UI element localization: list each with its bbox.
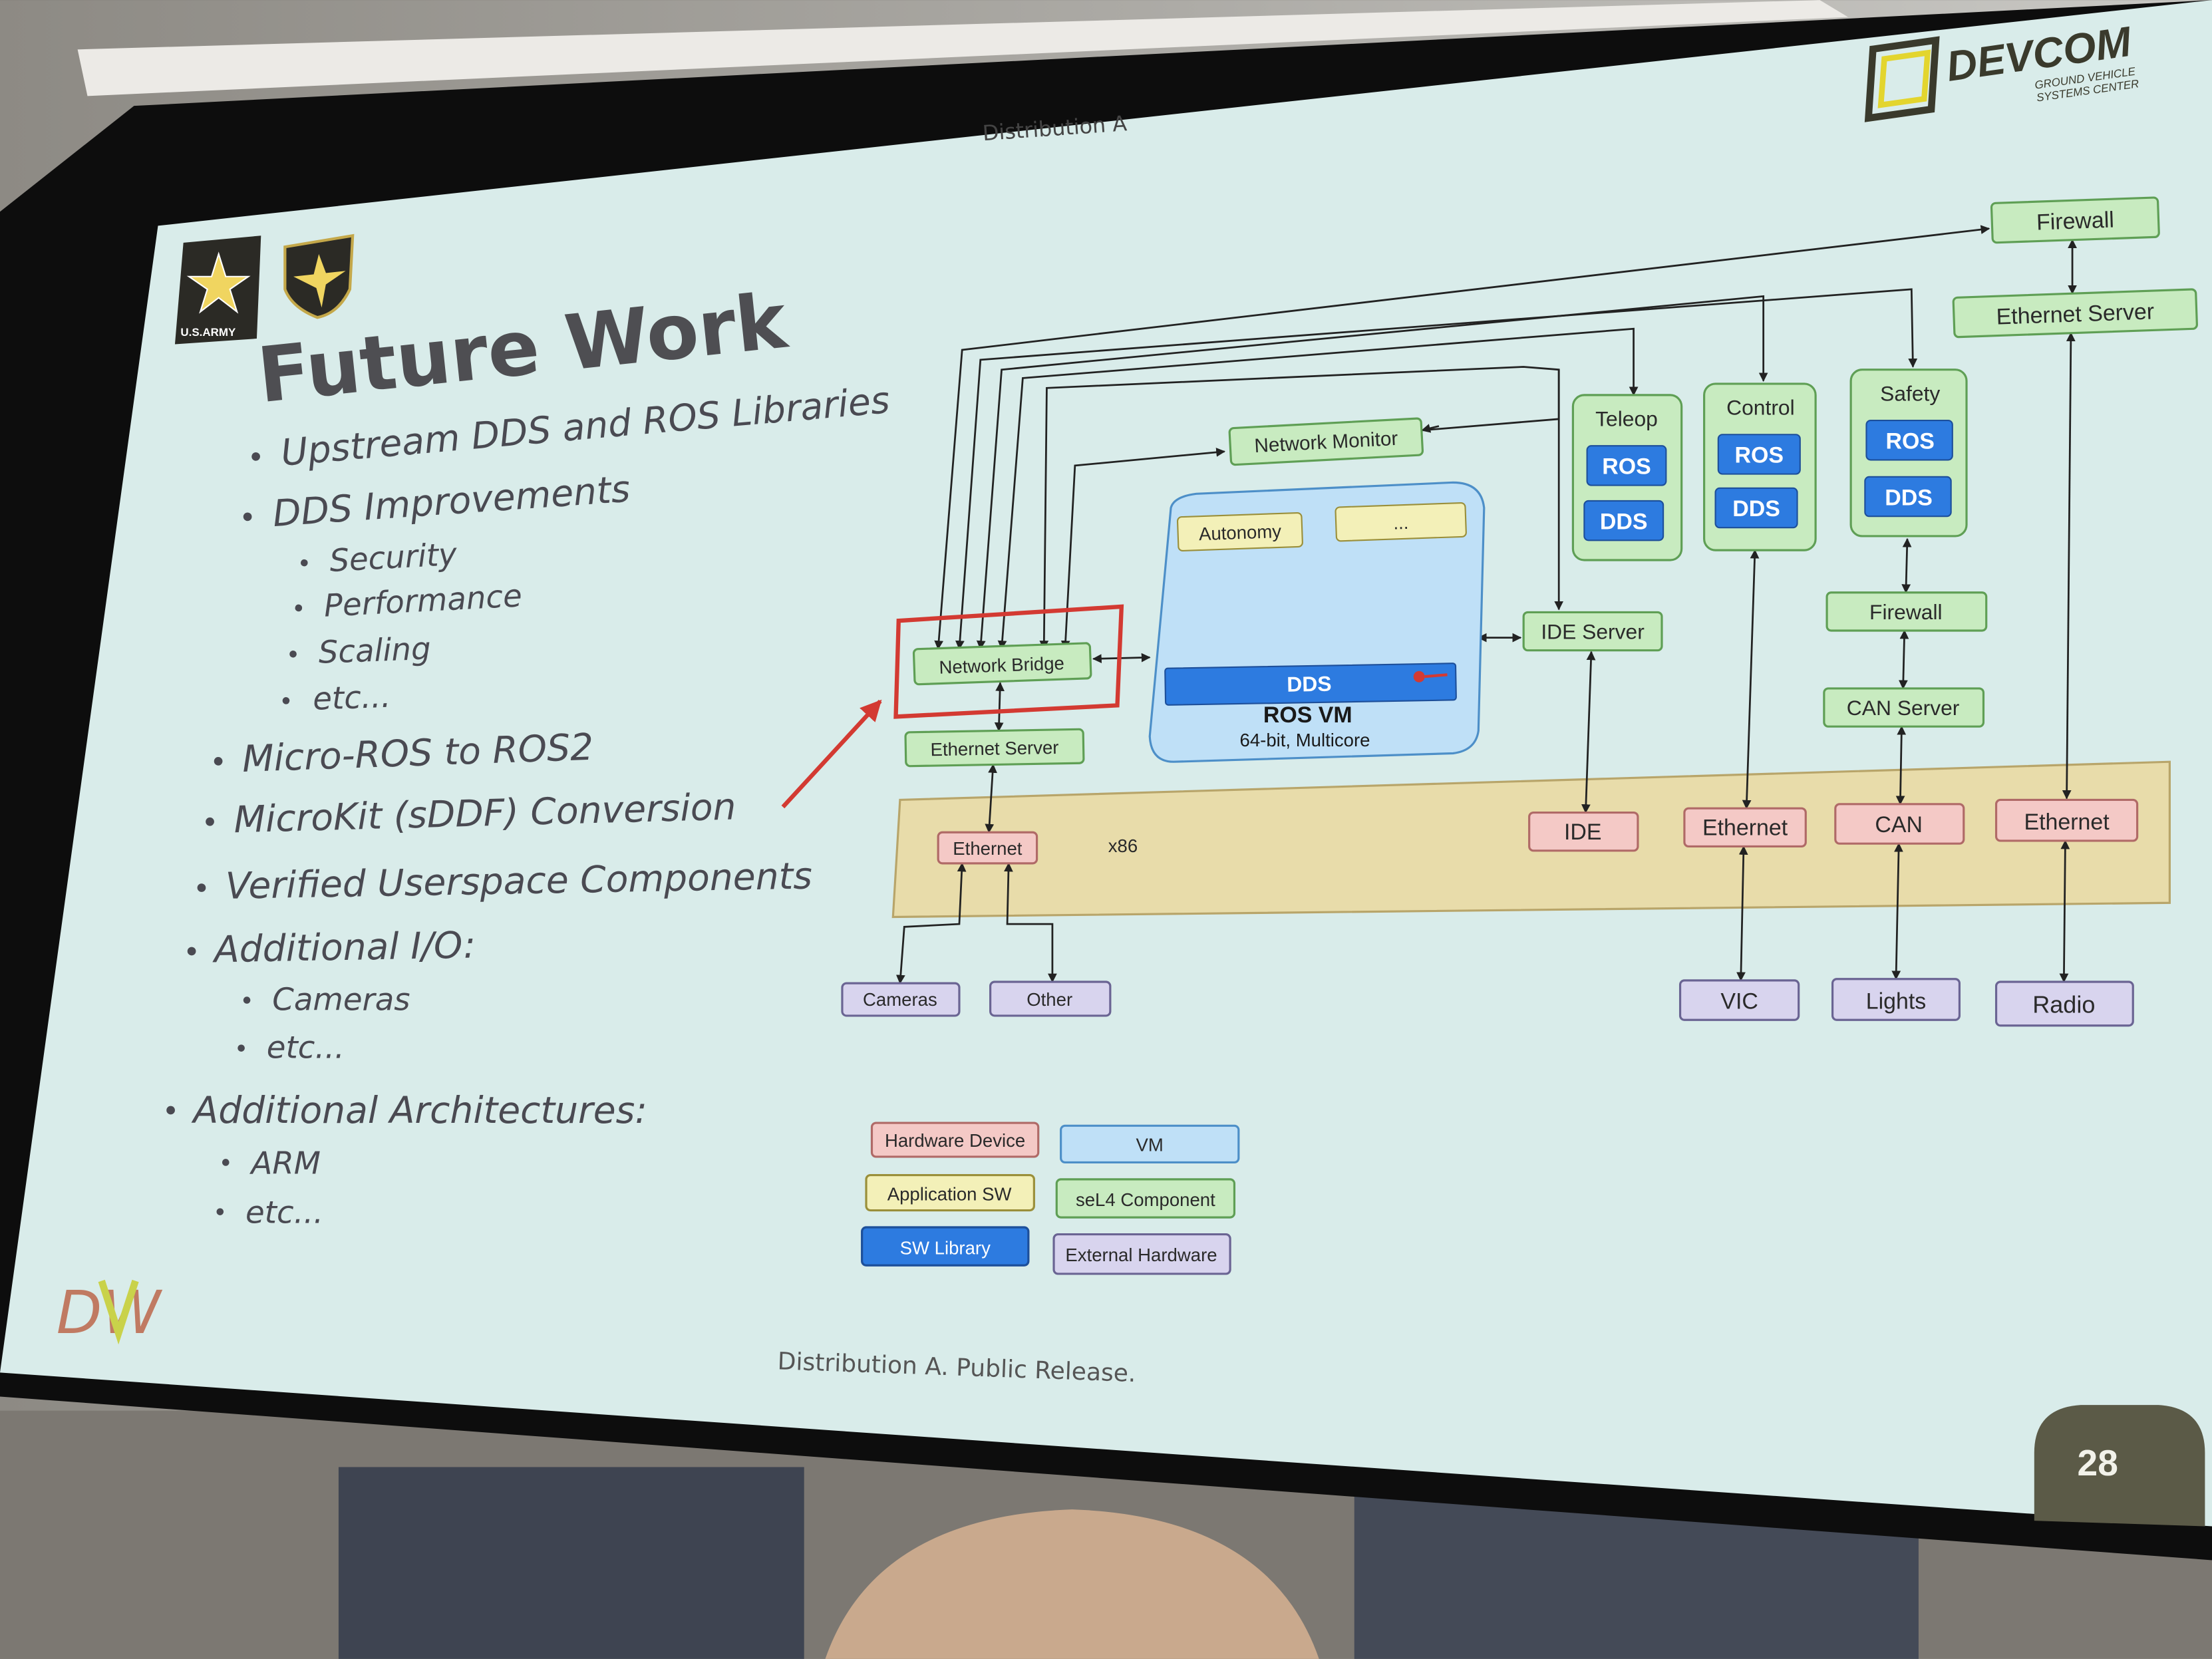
svg-text:DDS: DDS <box>1732 496 1780 522</box>
svg-text:ROS: ROS <box>1885 428 1934 454</box>
svg-text:SW Library: SW Library <box>900 1237 991 1258</box>
safety-ros <box>1865 419 1953 461</box>
svg-text:Safety: Safety <box>1880 381 1940 405</box>
svg-text:Teleop: Teleop <box>1595 407 1658 431</box>
svg-text:Control: Control <box>1726 396 1795 420</box>
autonomy-box <box>1176 512 1303 552</box>
network-bridge-highlight <box>893 604 1124 719</box>
svg-text:CAN: CAN <box>1875 812 1923 837</box>
svg-text:Firewall: Firewall <box>2036 208 2114 235</box>
key-icon <box>1413 671 1448 682</box>
ethernet-right-box <box>1994 798 2139 842</box>
lights-box <box>1831 978 1961 1021</box>
can-server-box <box>1823 687 1985 728</box>
svg-text:Application SW: Application SW <box>887 1184 1012 1205</box>
bullet-item: etc... <box>267 1030 345 1066</box>
svg-text:DDS: DDS <box>1885 485 1933 510</box>
bullet-item: Additional Architectures: <box>192 1090 647 1132</box>
bullet-item: Additional I/O: <box>212 924 476 971</box>
legend-vm <box>1060 1124 1240 1164</box>
svg-text:DDS: DDS <box>1600 509 1648 534</box>
room-lamp <box>825 1509 1319 1659</box>
svg-text:U.S.ARMY: U.S.ARMY <box>180 326 236 339</box>
bullet-item: Scaling <box>318 631 432 671</box>
firewall-mid-box <box>1825 591 1988 632</box>
svg-text:Cameras: Cameras <box>863 989 937 1010</box>
svg-text:64-bit, Multicore: 64-bit, Multicore <box>1240 730 1370 750</box>
legend-application-sw <box>865 1173 1035 1212</box>
svg-text:ROS: ROS <box>1602 454 1651 480</box>
svg-text:Ethernet: Ethernet <box>2024 810 2110 835</box>
svg-text:IDE: IDE <box>1564 820 1602 845</box>
ethernet-left-box <box>937 831 1038 865</box>
svg-text:seL4 Component: seL4 Component <box>1076 1189 1215 1210</box>
ethernet-mid-box <box>1683 807 1807 848</box>
legend-sw-library <box>861 1226 1030 1267</box>
control-dds <box>1714 487 1798 529</box>
control-ros <box>1717 434 1801 475</box>
svg-text:VIC: VIC <box>1720 988 1758 1014</box>
bullet-item: etc... <box>312 679 391 718</box>
bullet-item: Verified Userspace Components <box>225 855 812 908</box>
svg-text:Lights: Lights <box>1866 988 1926 1014</box>
network-monitor-box <box>1228 417 1424 466</box>
screen-roll-housing <box>77 0 1848 96</box>
svg-text:ROS: ROS <box>1735 443 1784 468</box>
page-number-tab <box>2034 1405 2205 1527</box>
page-number: 28 <box>2078 1442 2118 1483</box>
svg-text:Ethernet Server: Ethernet Server <box>1996 299 2155 329</box>
legend-hardware-device <box>870 1122 1040 1158</box>
teleop-dds <box>1583 500 1664 541</box>
safety-dds <box>1864 476 1952 518</box>
svg-text:Ethernet: Ethernet <box>953 838 1022 859</box>
svg-text:...: ... <box>1393 512 1409 533</box>
svg-text:Other: Other <box>1027 989 1072 1010</box>
firewall-top-box <box>1990 196 2160 244</box>
cameras-box <box>841 982 961 1017</box>
legend-external-hardware <box>1052 1233 1231 1275</box>
svg-text:Ethernet: Ethernet <box>1702 815 1788 840</box>
svg-text:VM: VM <box>1136 1134 1164 1155</box>
svg-text:Ethernet Server: Ethernet Server <box>930 737 1058 760</box>
ethernet-server-top-box <box>1952 288 2198 339</box>
bullet-item: etc... <box>245 1195 323 1231</box>
ide-box <box>1528 811 1639 852</box>
ethernet-server-left-box <box>904 728 1085 768</box>
svg-text:IDE Server: IDE Server <box>1541 620 1645 644</box>
svg-text:Network Bridge: Network Bridge <box>939 653 1064 678</box>
vic-box <box>1678 979 1800 1021</box>
ide-server-box <box>1522 611 1663 652</box>
army-star-logo: U.S.ARMY <box>174 235 261 345</box>
other-box <box>989 980 1112 1017</box>
bullet-item: Security <box>329 537 458 579</box>
can-box <box>1834 803 1965 845</box>
network-bridge-box <box>912 642 1092 686</box>
svg-text:Firewall: Firewall <box>1869 600 1943 624</box>
diagram-boxes: Firewall Ethernet Server Teleop ROS DDS … <box>841 196 2198 1275</box>
vm-dds-box <box>1164 663 1457 706</box>
highlight-arrow <box>781 699 882 809</box>
legend: Hardware Device VM Application SW seL4 C… <box>861 1122 1240 1275</box>
app-ellipsis-box <box>1335 502 1467 542</box>
svg-text:Autonomy: Autonomy <box>1198 521 1281 544</box>
radio-box <box>1994 980 2134 1027</box>
room-window-left <box>338 1467 804 1659</box>
legend-sel4-component <box>1055 1178 1236 1219</box>
svg-text:Hardware Device: Hardware Device <box>885 1130 1025 1151</box>
svg-text:CAN Server: CAN Server <box>1847 696 1960 720</box>
bullet-item: ARM <box>249 1145 321 1181</box>
bottom-left-logo: DW <box>57 1279 163 1348</box>
svg-text:External Hardware: External Hardware <box>1065 1245 1217 1265</box>
x86-label: x86 <box>1108 835 1138 856</box>
svg-text:Radio: Radio <box>2032 991 2095 1018</box>
svg-text:ROS VM: ROS VM <box>1263 702 1352 728</box>
svg-text:DDS: DDS <box>1287 672 1332 696</box>
teleop-ros <box>1586 445 1667 486</box>
army-futures-shield-icon <box>283 233 355 319</box>
bullet-item: Cameras <box>272 982 410 1018</box>
